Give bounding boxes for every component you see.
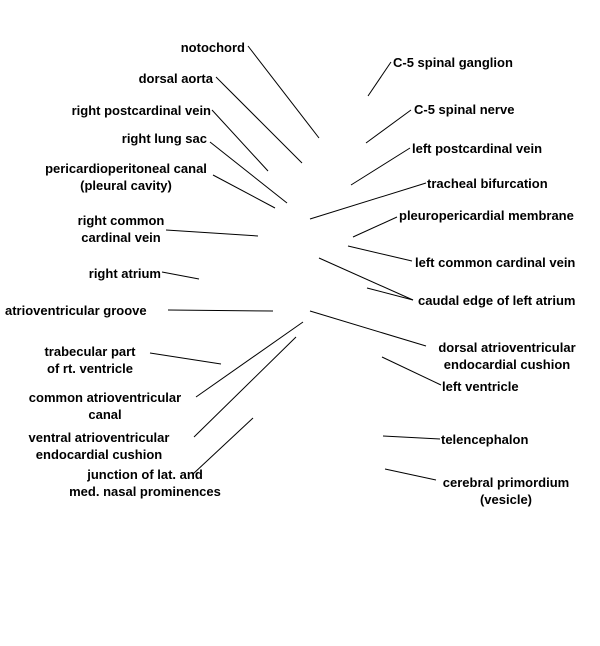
leader-junction (192, 417, 254, 475)
label-line: ventral atrioventricular (28, 430, 170, 445)
label-pericardioperitoneal-canal: pericardioperitoneal canal (pleural cavi… (38, 160, 214, 194)
label-telencephalon: telencephalon (441, 432, 529, 447)
label-pleuropericardial-membrane: pleuropericardial membrane (399, 208, 574, 223)
label-line: endocardial cushion (443, 357, 571, 372)
leader-dorsal-aorta (215, 76, 303, 164)
label-dorsal-av-cushion: dorsal atrioventricular endocardial cush… (425, 339, 589, 373)
label-ventral-av-cushion: ventral atrioventricular endocardial cus… (2, 429, 196, 463)
leader-pleuropericardial-membrane (352, 216, 398, 238)
leader-left-ventricle (381, 356, 442, 386)
label-line: endocardial cushion (35, 447, 163, 462)
label-right-atrium: right atrium (88, 266, 161, 281)
leader-dorsal-av-cushion (309, 310, 427, 347)
leader-right-postcardinal-vein (211, 109, 269, 172)
label-line: right common (77, 213, 165, 228)
leader-pericardioperitoneal-canal (212, 174, 276, 209)
label-line: med. nasal prominences (69, 484, 221, 499)
label-tracheal-bifurcation: tracheal bifurcation (427, 176, 548, 191)
leader-caudal-edge-1 (318, 257, 414, 301)
label-line: junction of lat. and (87, 467, 203, 482)
leader-left-common-cardinal-vein (347, 245, 413, 262)
leader-tracheal-bifurcation (309, 182, 427, 220)
leader-trabecular (149, 352, 222, 365)
leader-av-groove (167, 309, 274, 312)
label-c5-spinal-ganglion: C-5 spinal ganglion (393, 55, 513, 70)
leader-ventral-av-cushion (193, 336, 297, 438)
label-left-ventricle: left ventricle (442, 379, 519, 394)
label-line: pericardioperitoneal canal (45, 161, 207, 176)
leader-left-postcardinal-vein (350, 147, 411, 186)
label-left-postcardinal-vein: left postcardinal vein (412, 141, 543, 156)
label-line: canal (88, 407, 122, 422)
label-line: common atrioventricular (28, 390, 182, 405)
leader-notochord (247, 45, 320, 139)
leader-c5-ganglion (367, 61, 392, 97)
label-atrioventricular-groove: atrioventricular groove (5, 303, 147, 318)
label-cerebral-primordium: cerebral primordium (vesicle) (434, 474, 578, 508)
leader-caudal-edge-2 (366, 287, 414, 301)
label-c5-spinal-nerve: C-5 spinal nerve (414, 102, 515, 117)
label-line: of rt. ventricle (47, 361, 133, 376)
leader-cerebral-primordium (384, 468, 437, 481)
leader-right-atrium (161, 271, 200, 280)
label-trabecular-part: trabecular part of rt. ventricle (30, 343, 150, 377)
label-line: dorsal atrioventricular (438, 340, 576, 355)
leader-common-av-canal (195, 321, 304, 398)
label-left-common-cardinal-vein: left common cardinal vein (415, 255, 576, 270)
label-right-lung-sac: right lung sac (121, 131, 207, 146)
leader-telencephalon (382, 435, 441, 440)
label-common-av-canal: common atrioventricular canal (14, 389, 196, 423)
label-line: (vesicle) (479, 492, 533, 507)
label-right-postcardinal-vein: right postcardinal vein (71, 103, 211, 118)
leader-c5-nerve (365, 109, 412, 144)
label-line: cardinal vein (81, 230, 161, 245)
label-dorsal-aorta: dorsal aorta (138, 71, 213, 86)
label-junction-nasal-prominences: junction of lat. and med. nasal prominen… (50, 466, 240, 500)
label-notochord: notochord (180, 40, 245, 55)
label-caudal-edge-left-atrium: caudal edge of left atrium (418, 293, 576, 308)
leader-right-lung-sac (209, 141, 288, 204)
label-line: (pleural cavity) (80, 178, 172, 193)
label-line: cerebral primordium (442, 475, 570, 490)
label-right-common-cardinal-vein: right common cardinal vein (66, 212, 176, 246)
label-line: trabecular part (44, 344, 136, 359)
leader-right-common-cardinal-vein (165, 229, 259, 237)
